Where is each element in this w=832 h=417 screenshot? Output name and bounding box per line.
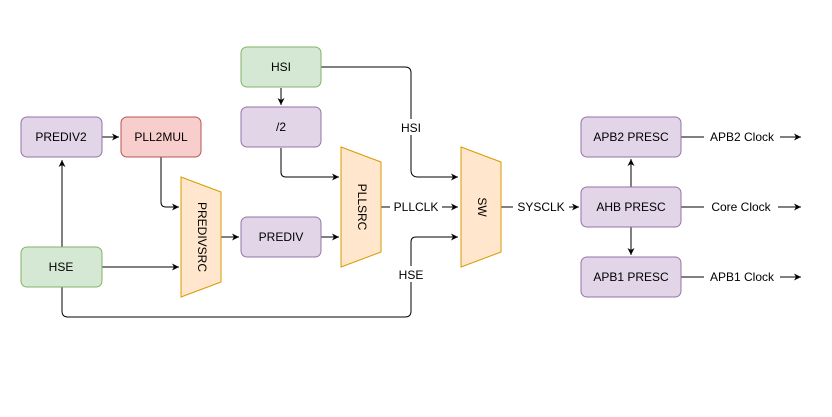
apb1-presc-node: APB1 PRESC bbox=[580, 256, 682, 298]
pll2mul-node: PLL2MUL bbox=[120, 116, 202, 158]
hsi-label: HSI bbox=[271, 60, 291, 74]
prediv2-node: PREDIV2 bbox=[20, 116, 103, 158]
pllsrc-mux: PLLSRC bbox=[340, 146, 382, 268]
div2-node: /2 bbox=[240, 106, 322, 148]
apb1-presc-label: APB1 PRESC bbox=[593, 270, 669, 284]
edge-label-hse: HSE bbox=[399, 268, 424, 282]
edge-div2-to-pllsrc bbox=[280, 148, 339, 181]
edge-label-apb1-clock: APB1 Clock bbox=[710, 270, 775, 284]
pllsrc-label: PLLSRC bbox=[355, 184, 369, 231]
hse-node: HSE bbox=[20, 246, 103, 288]
edge-label-sysclk: SYSCLK bbox=[517, 200, 564, 214]
hse-label: HSE bbox=[49, 260, 74, 274]
hsi-node: HSI bbox=[240, 46, 322, 88]
prediv2-label: PREDIV2 bbox=[35, 130, 87, 144]
edge-label-core-clock: Core Clock bbox=[711, 200, 771, 214]
edge-label-hsi: HSI bbox=[401, 121, 421, 135]
prediv-node: PREDIV bbox=[240, 216, 322, 258]
sw-mux: SW bbox=[460, 146, 502, 268]
pll2mul-label: PLL2MUL bbox=[134, 130, 188, 144]
edge-label-apb2-clock: APB2 Clock bbox=[710, 130, 775, 144]
apb2-presc-node: APB2 PRESC bbox=[580, 116, 682, 158]
predivsrc-mux: PREDIVSRC bbox=[180, 176, 222, 298]
ahb-presc-node: AHB PRESC bbox=[580, 186, 682, 228]
div2-label: /2 bbox=[276, 120, 286, 134]
predivsrc-label: PREDIVSRC bbox=[195, 202, 209, 272]
prediv-label: PREDIV bbox=[259, 230, 304, 244]
edge-hse-to-sw bbox=[61, 233, 458, 318]
edge-label-pllclk: PLLCLK bbox=[394, 200, 439, 214]
edge-pll2mul-to-predivsrc bbox=[160, 157, 179, 211]
sw-label: SW bbox=[475, 197, 489, 217]
apb2-presc-label: APB2 PRESC bbox=[593, 130, 669, 144]
ahb-presc-label: AHB PRESC bbox=[596, 200, 666, 214]
